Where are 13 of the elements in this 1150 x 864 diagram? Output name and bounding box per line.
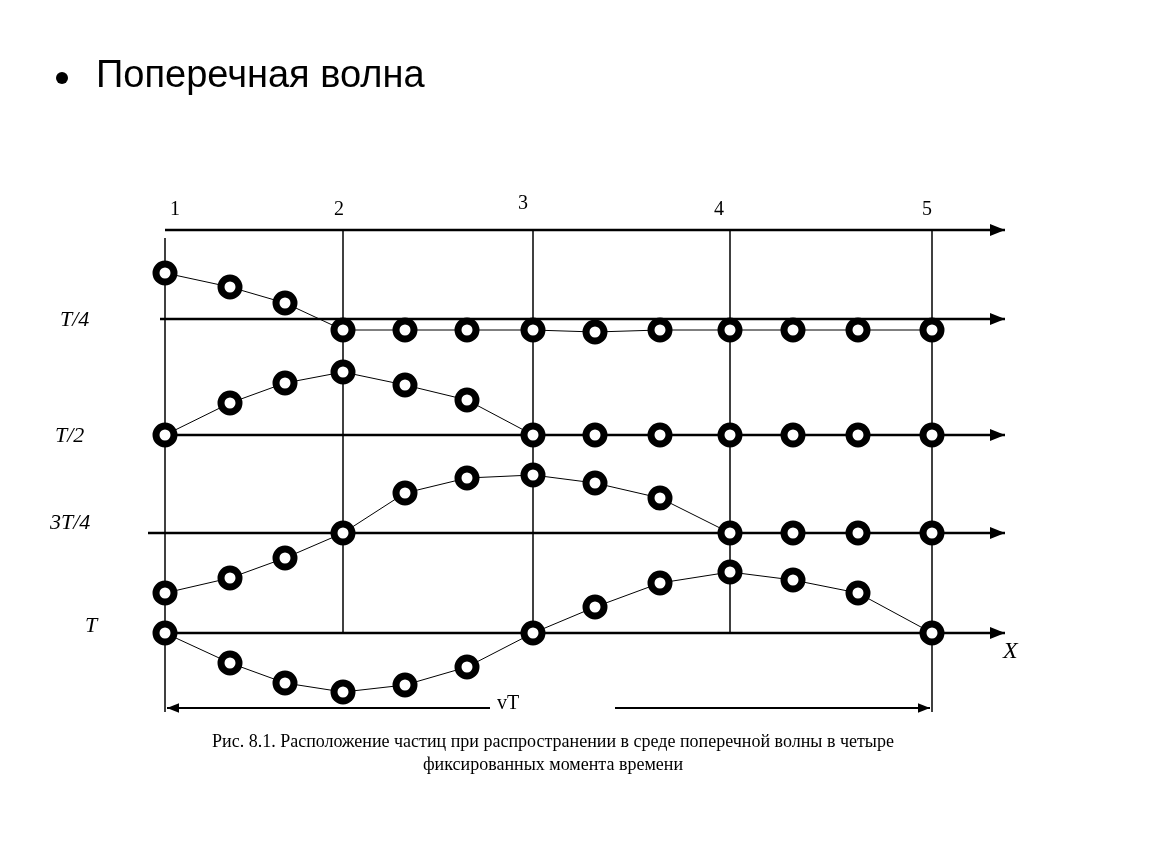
time-label: T	[85, 614, 98, 636]
column-number: 5	[922, 198, 932, 218]
figure-caption: Рис. 8.1. Расположение частиц при распространении в среде поперечной волны в четыре фиксированных момента времени	[211, 730, 895, 777]
column-number: 2	[334, 198, 344, 218]
slide-title: Поперечная волна	[96, 55, 425, 93]
dimension-label: vT	[497, 692, 520, 712]
axis-label: X	[1003, 638, 1018, 662]
column-number: 4	[714, 198, 724, 218]
column-number: 1	[170, 198, 180, 218]
time-label: 3T/4	[50, 511, 91, 533]
time-label: T/4	[60, 308, 90, 330]
time-label: T/2	[55, 424, 85, 446]
column-number: 3	[518, 192, 528, 212]
